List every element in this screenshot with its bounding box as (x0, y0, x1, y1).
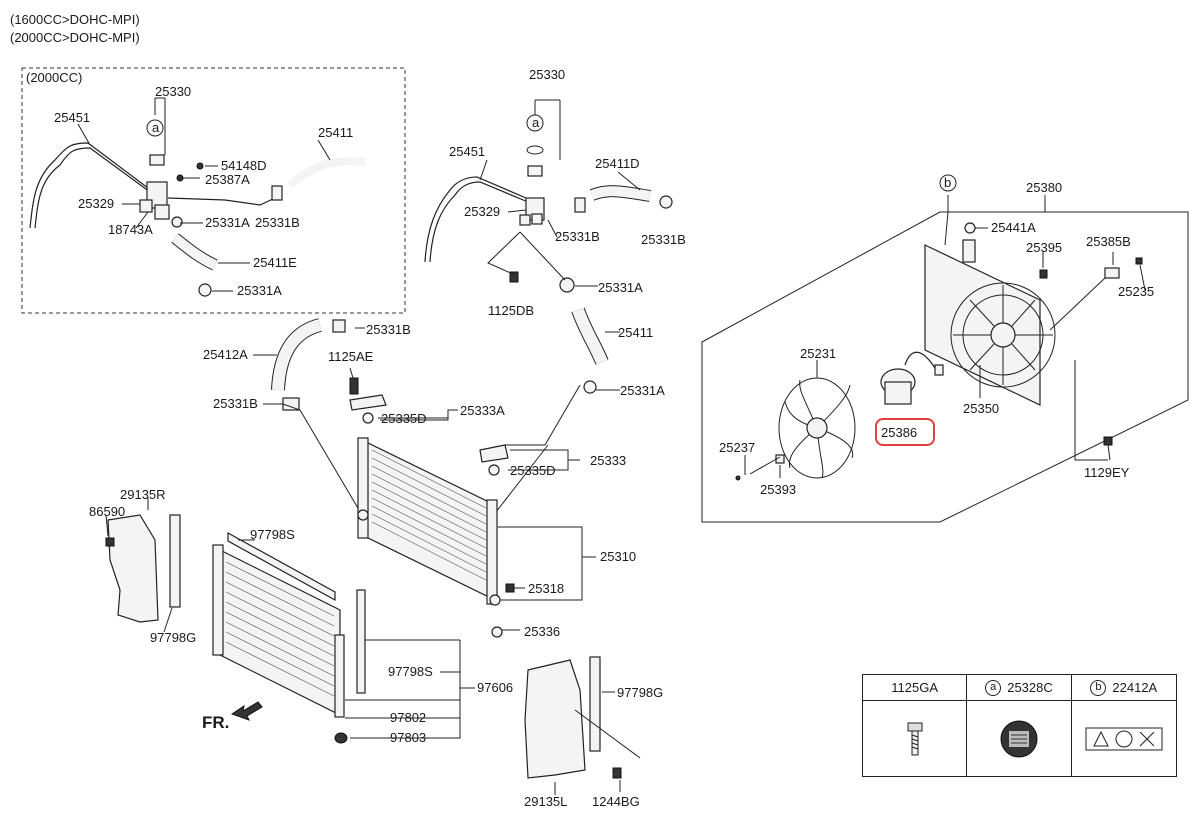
upper-hose-drawing (271, 165, 673, 476)
condenser-drawing (105, 514, 622, 779)
label-97798s-1: 97798S (250, 527, 295, 542)
inset-leader-lines (77, 97, 331, 292)
label-54148d: 54148D (221, 158, 267, 173)
legend-header-25328c: a 25328C (967, 675, 1072, 701)
label-25335d-2: 25335D (510, 463, 556, 478)
legend-header-22412a: b 22412A (1071, 675, 1176, 701)
inset-parts-drawing (29, 142, 366, 297)
label-25387a: 25387A (205, 172, 250, 187)
label-25331b-main-2: 25331B (641, 232, 686, 247)
label-86590: 86590 (89, 504, 125, 519)
label-25335d-1: 25335D (381, 411, 427, 426)
inset-label: (2000CC) (26, 70, 82, 85)
label-97803: 97803 (390, 730, 426, 745)
radiator-cap-icon (1000, 720, 1038, 757)
engine-spec-1600: (1600CC>DOHC-MPI) (10, 12, 140, 27)
label-97798s-2: 97798S (388, 664, 433, 679)
front-direction-label: FR. (202, 713, 229, 732)
label-1125db: 1125DB (488, 303, 534, 318)
label-25331a-inset: 25331A (205, 215, 250, 230)
label-25331b-main-1: 25331B (555, 229, 600, 244)
label-29135r: 29135R (120, 487, 166, 502)
warning-label-icon (1085, 727, 1163, 750)
label-25441a: 25441A (991, 220, 1036, 235)
label-25237: 25237 (719, 440, 755, 455)
label-25393: 25393 (760, 482, 796, 497)
label-25395: 25395 (1026, 240, 1062, 255)
label-25386: 25386 (881, 425, 917, 440)
label-25329-main: 25329 (464, 204, 500, 219)
label-25231: 25231 (800, 346, 836, 361)
fan-callout-marker-b (939, 174, 957, 192)
label-25451-main: 25451 (449, 144, 485, 159)
label-25330-main: 25330 (529, 67, 565, 82)
legend-code-25328c: 25328C (1007, 680, 1053, 695)
lower-leader-lines (105, 498, 641, 795)
label-25333a: 25333A (460, 403, 505, 418)
label-25385b: 25385B (1086, 234, 1131, 249)
label-25411-inset: 25411 (318, 125, 353, 140)
label-97802: 97802 (390, 710, 426, 725)
label-1244bg: 1244BG (592, 794, 640, 809)
inset-marker-a-letter: a (152, 120, 160, 135)
legend-code-22412a: 22412A (1112, 680, 1158, 695)
label-25380: 25380 (1026, 180, 1062, 195)
label-25331a-main-1: 25331A (598, 280, 643, 295)
legend-marker-b: b (1090, 679, 1107, 696)
label-25411d: 25411D (595, 156, 640, 171)
fan-assembly-drawing (735, 222, 1143, 481)
label-25333: 25333 (590, 453, 626, 468)
label-25331b-main-4: 25331B (213, 396, 258, 411)
label-25411e: 25411E (253, 255, 297, 270)
inset-callout-marker-a (146, 119, 164, 137)
bolt-icon (907, 722, 923, 755)
legend-code-1125ga: 1125GA (891, 680, 939, 695)
label-25310: 25310 (600, 549, 636, 564)
engine-spec-2000: (2000CC>DOHC-MPI) (10, 30, 140, 45)
fan-marker-b-letter: b (944, 175, 951, 190)
label-25350: 25350 (963, 401, 999, 416)
label-25331a-inset-bottom: 25331A (237, 283, 282, 298)
main-marker-a-letter: a (532, 115, 540, 130)
main-callout-marker-a (526, 114, 544, 132)
label-1129ey: 1129EY (1084, 465, 1130, 480)
inset-2000cc-box (21, 67, 406, 314)
label-25411-main: 25411 (618, 325, 653, 340)
label-29135l: 29135L (524, 794, 567, 809)
main-leader-lines (253, 99, 641, 631)
label-25235: 25235 (1118, 284, 1154, 299)
legend-marker-a: a (985, 679, 1002, 696)
fan-assembly-frame (701, 211, 1189, 523)
label-25329-inset: 25329 (78, 196, 114, 211)
label-97606: 97606 (477, 680, 513, 695)
radiator-drawing (357, 437, 515, 638)
highlight-25386[interactable] (875, 418, 935, 446)
label-18743a: 18743A (108, 222, 153, 237)
main-cap-oring (526, 145, 544, 155)
label-25331b-main-3: 25331B (366, 322, 411, 337)
label-1125ae: 1125AE (328, 349, 374, 364)
label-25331a-main-2: 25331A (620, 383, 665, 398)
legend-header-1125ga: 1125GA (863, 675, 968, 701)
label-25330-inset: 25330 (155, 84, 191, 99)
legend-cap-cell (967, 701, 1072, 776)
legend-bolt-cell (863, 701, 968, 776)
label-25412a: 25412A (203, 347, 248, 362)
label-97798g-1: 97798G (150, 630, 196, 645)
label-25318: 25318 (528, 581, 564, 596)
fan-leader-lines (744, 195, 1146, 478)
label-25331b-inset: 25331B (255, 215, 300, 230)
legend-table: 1125GA a 25328C b 22412A (862, 674, 1177, 777)
label-25336: 25336 (524, 624, 560, 639)
label-25451-inset: 25451 (54, 110, 90, 125)
legend-warning-cell (1072, 701, 1176, 776)
label-97798g-2: 97798G (617, 685, 663, 700)
